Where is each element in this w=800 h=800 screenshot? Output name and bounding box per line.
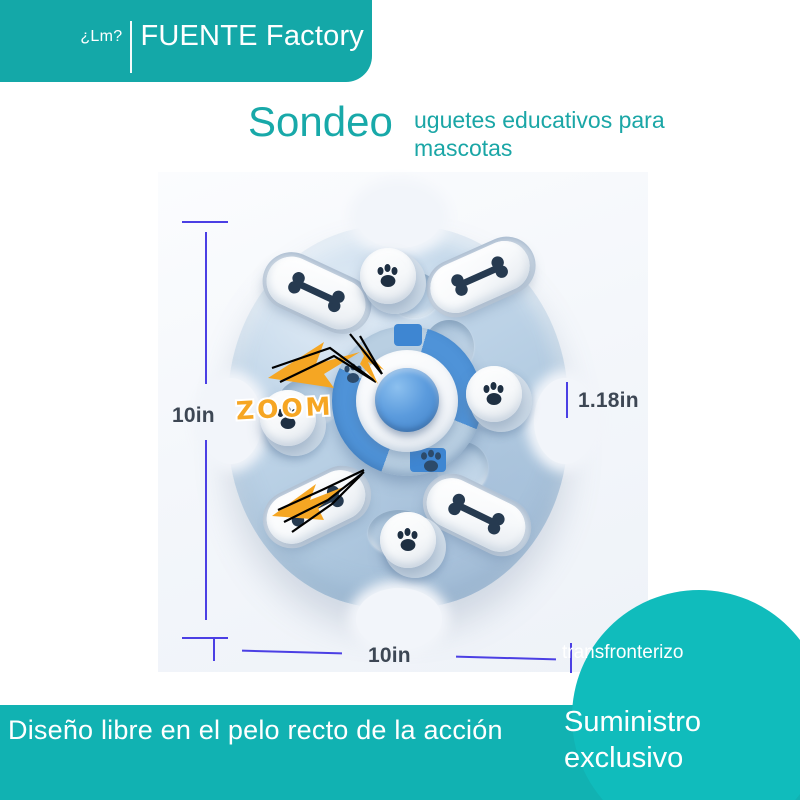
dim-tick-depth (566, 382, 568, 418)
paw-knob-left[interactable] (260, 390, 316, 446)
badge-main-line1: Suministro (564, 706, 701, 738)
paw-knob-bottom[interactable] (380, 512, 436, 568)
paw-knob-top[interactable] (360, 248, 416, 304)
footer-circle-badge (572, 590, 800, 800)
brand-header: ¿Lm? FUENTE Factory (0, 0, 372, 82)
paw-icon (483, 382, 504, 405)
paw-icon (377, 264, 398, 287)
bone-icon (288, 272, 345, 313)
dim-line-left-upper (205, 232, 207, 384)
paw-icon (397, 528, 418, 551)
badge-top-text: transfronterizo (562, 642, 684, 663)
header-band (0, 0, 372, 82)
dim-tick-bottom-right (570, 643, 572, 673)
toy-edge-pinch-right (534, 378, 596, 464)
dim-line-left-lower (205, 440, 207, 620)
brand-name: FUENTE Factory (140, 19, 364, 52)
bone-slider-top-left[interactable] (258, 248, 374, 338)
dim-tick-bottom-left (213, 637, 215, 661)
product-toy (200, 186, 596, 650)
toy-edge-pinch-left (200, 378, 262, 464)
toy-edge-pinch-bottom (356, 588, 442, 650)
dim-label-depth: 1.18in (578, 389, 639, 412)
dial-notch-top (394, 324, 422, 346)
badge-main-text: Suministro exclusivo (564, 704, 794, 776)
toy-assembly (200, 186, 596, 650)
bone-icon (448, 493, 505, 535)
title-block: Sondeo uguetes educativos para mascotas (0, 96, 800, 176)
dim-cap-top-left (182, 221, 228, 223)
zoom-overlay-text: ZOOM (233, 389, 336, 427)
dim-label-height: 10in (172, 404, 215, 427)
bone-slider-bottom-right[interactable] (418, 469, 534, 561)
bone-slider-top-right[interactable] (422, 233, 538, 321)
page-title: Sondeo (248, 98, 393, 145)
dim-cap-bottom-left (182, 637, 228, 639)
brand-divider (130, 21, 133, 73)
dim-label-width: 10in (368, 644, 411, 667)
footer-banner-text: Diseño libre en el pelo recto de la acci… (8, 715, 503, 745)
page-subtitle: uguetes educativos para mascotas (414, 107, 665, 161)
paw-knob-right[interactable] (466, 366, 522, 422)
badge-main-line2: exclusivo (564, 742, 684, 774)
dial-notch-bottom (410, 448, 446, 472)
bone-icon (451, 256, 508, 296)
toy-edge-pinch-top (356, 186, 442, 248)
brand-prefix: ¿Lm? (80, 28, 123, 45)
paw-icon (277, 406, 298, 429)
dial-center-knob[interactable] (375, 368, 439, 432)
zoom-overlay-label: ZOOM (233, 389, 336, 427)
